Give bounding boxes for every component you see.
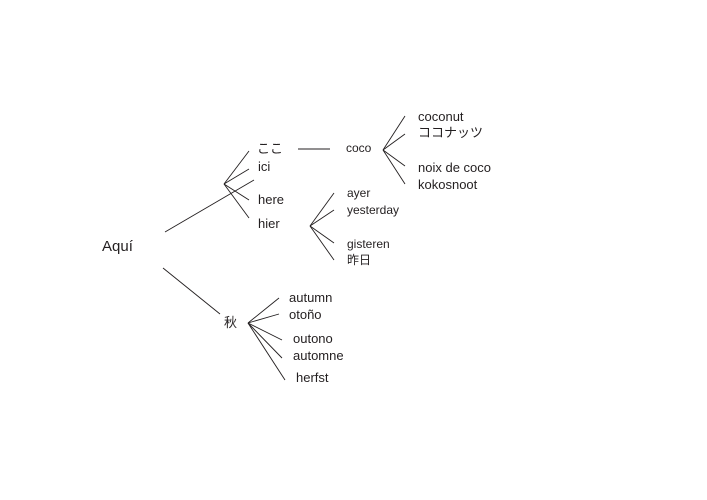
node-aki: 秋 [224, 315, 238, 330]
edge-root-lower [162, 267, 221, 315]
leaf-kokonattsu: ココナッツ [418, 125, 484, 140]
leaf-otono: otoño [289, 307, 322, 322]
edge-aki-outono [247, 322, 283, 341]
leaf-ayer: ayer [347, 186, 371, 200]
leaf-kokosnoot: kokosnoot [418, 177, 478, 192]
edge-upper-koko [223, 150, 250, 185]
edge-root-upper [164, 179, 255, 233]
leaf-noix-de-coco: noix de coco [418, 160, 491, 175]
edge-hier-zuojitsu [309, 225, 335, 261]
edge-aki-autumn [247, 297, 280, 324]
edge-hier-ayer [309, 192, 335, 227]
edge-aki-automne [247, 322, 283, 359]
edge-coco-noix [382, 149, 406, 167]
root-label: Aquí [102, 238, 133, 255]
node-here: here [258, 192, 285, 207]
node-hier: hier [258, 216, 280, 231]
node-koko: ここ [257, 141, 284, 156]
edge-coco-kokosnoot [382, 149, 406, 185]
edge-hier-yesterday [309, 209, 335, 227]
edge-upper-here [223, 183, 250, 201]
leaf-autumn: autumn [289, 290, 333, 305]
leaf-herfst: herfst [296, 370, 329, 385]
edge-hier-gisteren [309, 225, 335, 244]
leaf-yesterday: yesterday [347, 203, 400, 217]
edge-upper-ici [223, 168, 250, 185]
edge-aki-herfst [247, 322, 286, 381]
edge-aki-otono [247, 313, 280, 324]
leaf-coconut: coconut [418, 109, 464, 124]
edge-coco-kokonattsu [382, 133, 406, 151]
leaf-gisteren: gisteren [347, 237, 390, 251]
leaf-automne: automne [293, 348, 344, 363]
edge-coco-coconut [382, 115, 406, 151]
edge-upper-hier [223, 183, 250, 219]
node-ici: ici [258, 159, 271, 174]
leaf-outono: outono [293, 331, 333, 346]
leaf-zuojitsu: 昨日 [347, 253, 372, 267]
node-coco: coco [346, 141, 372, 155]
